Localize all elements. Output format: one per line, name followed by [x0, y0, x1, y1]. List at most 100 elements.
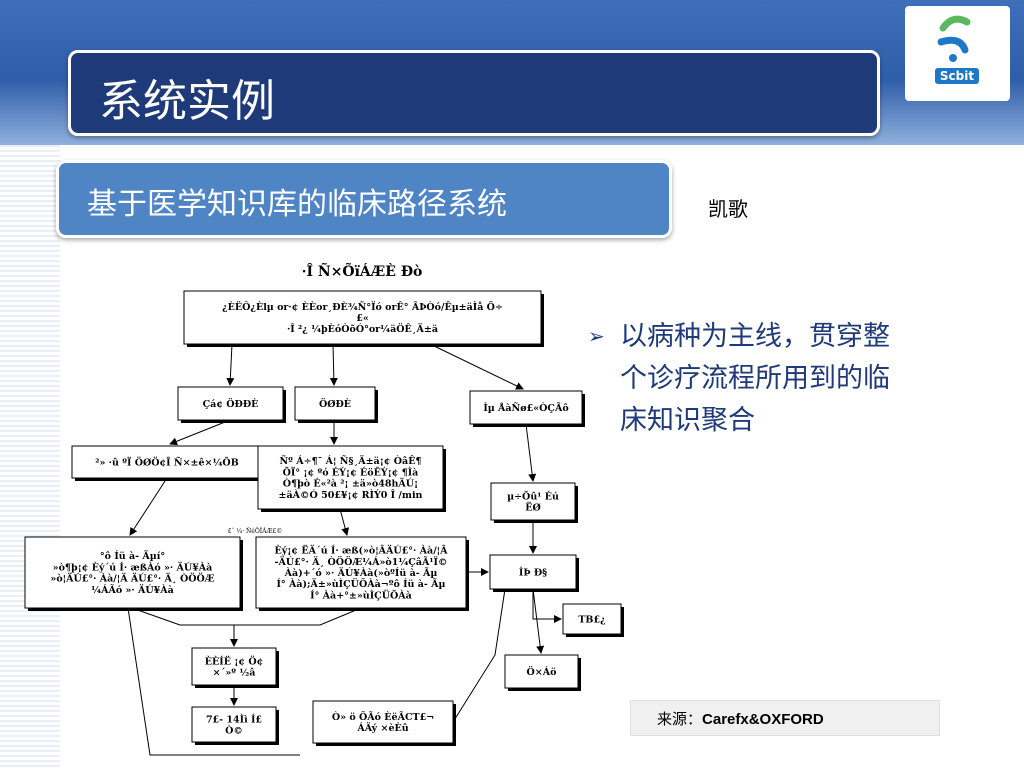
node-shadow	[494, 486, 578, 523]
node-label: Àà)+´ó »· ÄÚ¥Àà(»òºÍü à- Ãµ	[284, 566, 438, 579]
bullet-arrow-icon: ➢	[588, 324, 605, 348]
node-box	[71, 445, 263, 479]
node-label: ÁÄý ×èÈû	[356, 721, 408, 734]
node-shadow	[28, 540, 243, 611]
node-label: Ìµ ÅàÑø£«ÒÇÃô	[483, 402, 568, 414]
node-box	[490, 482, 576, 521]
flow-node: TB£¿	[562, 603, 624, 637]
source-text: 来源：Carefx&OXFORD	[657, 708, 824, 729]
flow-node: 7£- 14Ìì Í£Ò©	[191, 706, 279, 745]
node-label: ÈÈÍË ¡¢ Ö¢	[205, 654, 263, 667]
node-label: Ö×Áö	[527, 665, 557, 678]
flow-edge	[129, 477, 168, 536]
node-box	[191, 706, 277, 743]
flow-node: ÈÈÍË ¡¢ Ö¢×´»º ½â	[191, 647, 279, 688]
flow-node: Ìµ ÅàÑø£«ÒÇÃô	[469, 390, 585, 427]
flow-node: Ñº Á÷¶¯ Á¦ Ñ§¸Ä±ä¡¢ ÒâÊ¶ÕÏ°­ ¡¢ ºó ÉÝ¡¢ …	[257, 445, 446, 512]
slide-subtitle: 基于医学知识库的临床路径系统	[87, 187, 507, 222]
logo-text: Scbit	[935, 68, 979, 84]
node-label: ¼ÁÃó »· ÄÚ¥Àà	[91, 583, 174, 596]
node-label: Ò¶þò É«²à ²¡ ±ä»ò48hÄÚ¡	[283, 477, 418, 490]
node-label: -ÄÚ£°· Ä¸ ÒÖÖÆ¼Á»ò1¼ÇâÃ¹Ï©	[275, 555, 448, 568]
node-label: ²» ·û ºÏ ÖØÖ¢Î Ñ×±ê×¼ÕB	[95, 456, 238, 469]
flow-edge	[127, 607, 300, 756]
node-label: TB£¿	[578, 615, 605, 626]
node-label: Ò» ö ÕÃó ÈëÃCT£¬	[332, 711, 434, 723]
flowchart-title: ·Î Ñ×ÕïÁÆÈ Ðò	[302, 261, 423, 280]
node-shadow	[508, 658, 581, 691]
node-label: ÌÞ Ð§	[519, 567, 547, 579]
node-label: ÖØÐÈ	[319, 397, 351, 410]
flow-edge	[532, 588, 545, 654]
source-label: 来源：	[657, 710, 703, 728]
node-box	[489, 554, 577, 590]
node-box	[294, 386, 376, 421]
flow-edge	[131, 607, 234, 626]
node-shadow	[316, 704, 456, 746]
node-label: °ô Íü à- Ãµí°	[100, 550, 165, 562]
bullet-line-1: 以病种为主线，贯穿整	[620, 321, 890, 352]
node-label: ÕÏ°­ ¡¢ ºó ÉÝ¡¢ ÉöÊÝ¡¢ ¶Ìà	[283, 465, 419, 478]
node-shadow	[187, 294, 544, 347]
flow-node: ²» ·û ºÏ ÖØÖ¢Î Ñ×±ê×¼ÕB	[71, 445, 265, 481]
author-name: 凯歌	[708, 197, 748, 221]
node-label: »ò¶þ¡¢ Èý´ú Í· æßÀó »· ÄÚ¥Àà	[53, 560, 213, 573]
node-label: µ÷Õû¹ Éú	[507, 490, 559, 502]
node-box	[255, 536, 467, 609]
node-label: 7£- 14Ìì Í£	[206, 713, 262, 725]
node-label: ·Î ²¿ ¼þÈóÒõÓ°or¼äÖÊ¸Ä±ä	[287, 322, 438, 335]
flow-node: ¿ÈËÔ¿Èlµ or·¢ ÈÈor¸ÐÈ¾Ñ°Ïó orÊ° ÂÞÒó/Êµ±…	[183, 290, 544, 347]
flow-edge	[234, 607, 362, 626]
node-box	[183, 290, 542, 345]
flow-edge	[452, 588, 506, 723]
node-box	[257, 445, 444, 510]
node-box	[562, 603, 622, 635]
node-shadow	[261, 449, 446, 512]
slide-subtitle-box: 基于医学知识库的临床路径系统	[56, 160, 672, 238]
flow-edge	[226, 343, 235, 386]
flow-edge	[169, 419, 231, 446]
node-label: Ò©	[225, 725, 243, 737]
node-shadow	[566, 607, 624, 637]
node-box	[177, 386, 284, 421]
node-shadow	[259, 540, 469, 611]
node-label: £«	[356, 313, 369, 324]
flow-node: ÖØÐÈ	[294, 386, 378, 423]
source-value: Carefx&OXFORD	[702, 711, 824, 728]
node-shadow	[181, 390, 286, 423]
flow-node: ÌÞ Ð§	[489, 554, 579, 592]
flow-edge	[525, 423, 537, 482]
node-label: ×´»º ½â	[213, 668, 256, 679]
flow-edge	[339, 508, 350, 536]
node-label: ±äÀ©Ó 50£¥¡¢ RÌÝ0 Î /min	[279, 489, 423, 501]
source-box: 来源：Carefx&OXFORD	[630, 700, 940, 736]
edge-label: £¨ ¼· ÑéÖÎÁÆ£©	[228, 527, 283, 535]
node-shadow	[195, 651, 279, 688]
node-box	[312, 700, 454, 744]
node-box	[469, 390, 583, 425]
node-label: Èý¡¢ ËÄ´ú Í· æß(»ò¦ÂÄÚ£°· Àà/¦Â	[274, 544, 448, 557]
flow-node: Ö×Áö	[504, 654, 581, 691]
logo-panel	[905, 6, 1010, 101]
scbit-logo-icon	[937, 15, 971, 62]
node-label: Í° Àà+°±»ùÌÇÜÕÀà	[310, 588, 412, 601]
node-shadow	[493, 558, 579, 592]
node-box	[504, 654, 579, 689]
flow-edge	[429, 343, 524, 390]
bullet-line-2: 个诊疗流程所用到的临	[620, 363, 890, 394]
node-label: Ñº Á÷¶¯ Á¦ Ñ§¸Ä±ä¡¢ ÒâÊ¶	[280, 454, 422, 467]
flow-edge	[329, 343, 338, 386]
node-shadow	[473, 394, 585, 427]
slide-title: 系统实例	[99, 76, 275, 127]
flow-node: Ò» ö ÕÃó ÈëÃCT£¬ÁÄý ×èÈû	[312, 700, 456, 746]
bullet-line-3: 床知识聚合	[620, 405, 755, 436]
node-box	[191, 647, 277, 686]
slide-title-box: 系统实例	[68, 50, 880, 136]
node-shadow	[75, 449, 265, 481]
node-label: ¿ÈËÔ¿Èlµ or·¢ ÈÈor¸ÐÈ¾Ñ°Ïó orÊ° ÂÞÒó/Êµ±…	[222, 300, 503, 313]
flow-node: Èý¡¢ ËÄ´ú Í· æß(»ò¦ÂÄÚ£°· Àà/¦Â-ÄÚ£°· Ä¸…	[255, 536, 469, 611]
node-shadow	[298, 390, 378, 423]
flow-node: Çá¢ ÖÐÐÈ	[177, 386, 286, 423]
node-label: Çá¢ ÖÐÐÈ	[203, 397, 259, 410]
